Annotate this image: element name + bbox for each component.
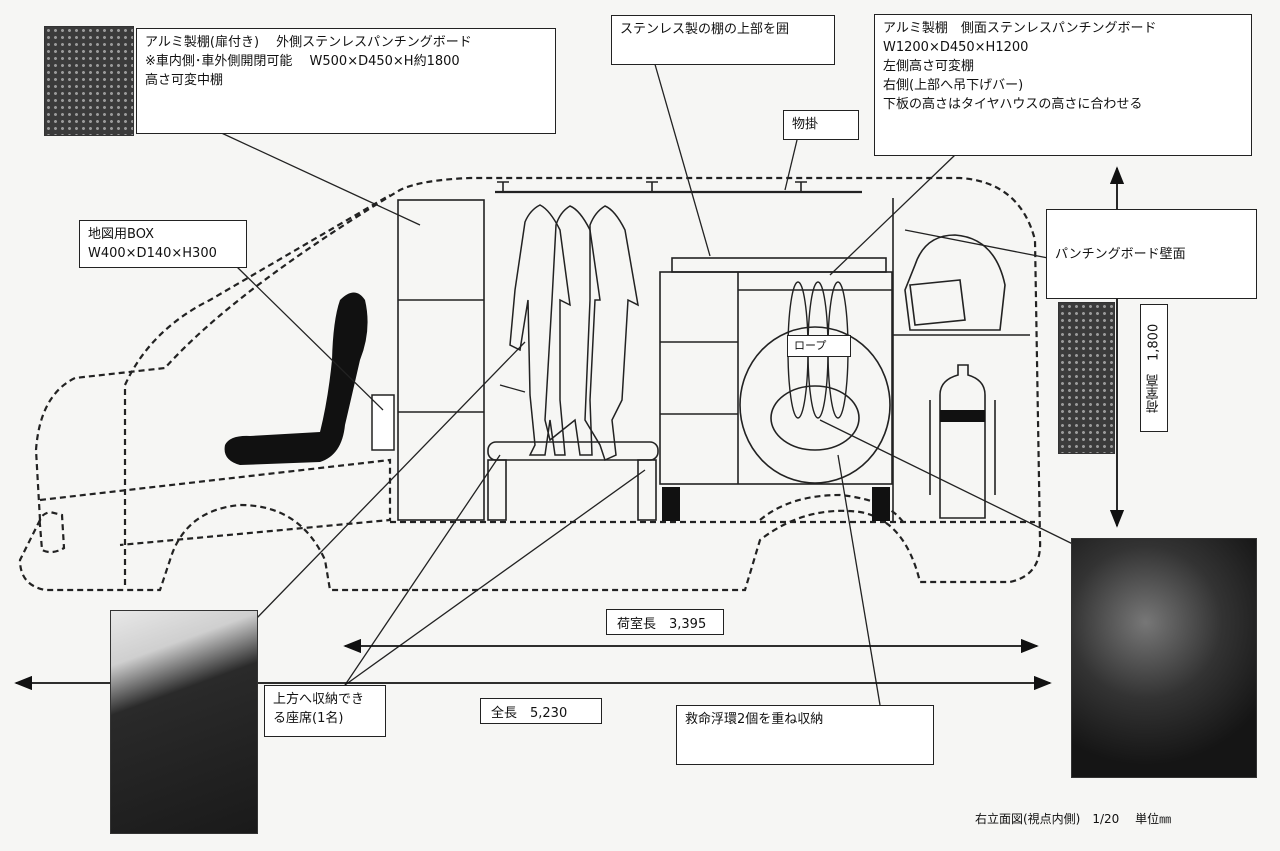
callout-seat-line-2: る座席(1名) [273, 711, 344, 726]
callout-life-ring: 救命浮環2個を重ね収納 [676, 705, 934, 765]
pegboard-photo-top-left [44, 26, 134, 136]
total-length-label: 全長 5,230 [480, 698, 602, 724]
callout-punching-wall: パンチングボード壁面 [1046, 209, 1257, 299]
callout-side-shelf-line-4: 右側(上部へ吊下げバー) [883, 78, 1024, 93]
callout-seat: 上方へ収納でき る座席(1名) [264, 685, 386, 737]
callout-side-shelf-line-3: 左側高さ可変棚 [883, 59, 975, 74]
driver-seat [224, 292, 368, 465]
callout-punching-wall-text: パンチングボード壁面 [1055, 246, 1186, 262]
leader-map-box [234, 264, 384, 411]
callout-hanger-text: 物掛 [792, 117, 819, 132]
callout-side-shelf: アルミ製棚 側面ステンレスパンチングボード W1200×D450×H1200 左… [874, 14, 1252, 156]
air-tank [939, 364, 986, 519]
leader-wetsuit [254, 341, 526, 621]
leader-punching-wall [904, 229, 1049, 259]
side-shelf [659, 271, 893, 485]
van-body-outline [18, 176, 1042, 592]
callout-side-shelf-line-5: 下板の高さはタイヤハウスの高さに合わせる [883, 97, 1143, 112]
leader-door-shelf [214, 129, 421, 226]
leader-top-right [829, 154, 956, 276]
callout-side-shelf-line-1: アルミ製棚 側面ステンレスパンチングボード [883, 21, 1157, 36]
callout-map-box-line-1: 地図用BOX [88, 227, 154, 242]
callout-door-shelf-line-2: ※車内側･車外側開閉可能 W500×D450×H約1800 [145, 54, 460, 69]
cargo-height-label: 荷室高 1,800 [1140, 304, 1168, 432]
callout-door-shelf-line-3: 高さ可変中棚 [145, 73, 224, 88]
leader-life-ring [837, 454, 881, 706]
leader-hanger [784, 139, 798, 191]
door-shelf [397, 199, 485, 521]
leader-top-middle [647, 39, 711, 257]
drawing-caption: 右立面図(視点内側) 1/20 単位㎜ [975, 812, 1172, 826]
backpack [904, 234, 1006, 331]
wheel-block-left [662, 487, 680, 521]
callout-top-middle-text: ステンレス製の棚の上部を囲 [620, 22, 790, 37]
wetsuits [509, 204, 639, 462]
wetsuit-photo [110, 610, 258, 834]
label-rope-text: ロープ [794, 339, 827, 352]
label-rope: ロープ [787, 335, 851, 357]
callout-side-shelf-line-2: W1200×D450×H1200 [883, 40, 1029, 55]
spare-tire [739, 326, 891, 484]
rope-photo [1071, 538, 1257, 778]
callout-hanger: 物掛 [783, 110, 859, 140]
callout-door-shelf-line-1: アルミ製棚(扉付き) 外側ステンレスパンチングボード [145, 35, 472, 50]
callout-life-ring-text: 救命浮環2個を重ね収納 [685, 712, 824, 727]
callout-seat-line-1: 上方へ収納でき [273, 692, 365, 707]
rear-wheel-arch [759, 493, 906, 526]
leader-seat-b [344, 469, 646, 686]
front-window-outline [123, 194, 391, 585]
callout-map-box-line-2: W400×D140×H300 [88, 246, 217, 261]
wheel-block-right [872, 487, 890, 521]
callout-door-shelf: アルミ製棚(扉付き) 外側ステンレスパンチングボード ※車内側･車外側開閉可能 … [136, 28, 556, 134]
headlamp-outline [38, 510, 66, 554]
pegboard-photo-right [1058, 302, 1115, 454]
front-bumper-outline [39, 458, 392, 547]
folding-seat [487, 441, 659, 461]
callout-top-middle: ステンレス製の棚の上部を囲 [611, 15, 835, 65]
leader-seat-a [344, 454, 501, 686]
tank-band [940, 410, 985, 422]
map-box [371, 394, 395, 451]
callout-map-box: 地図用BOX W400×D140×H300 [79, 220, 247, 268]
leader-tire [819, 419, 1086, 551]
cargo-length-label: 荷室長 3,395 [606, 609, 724, 635]
